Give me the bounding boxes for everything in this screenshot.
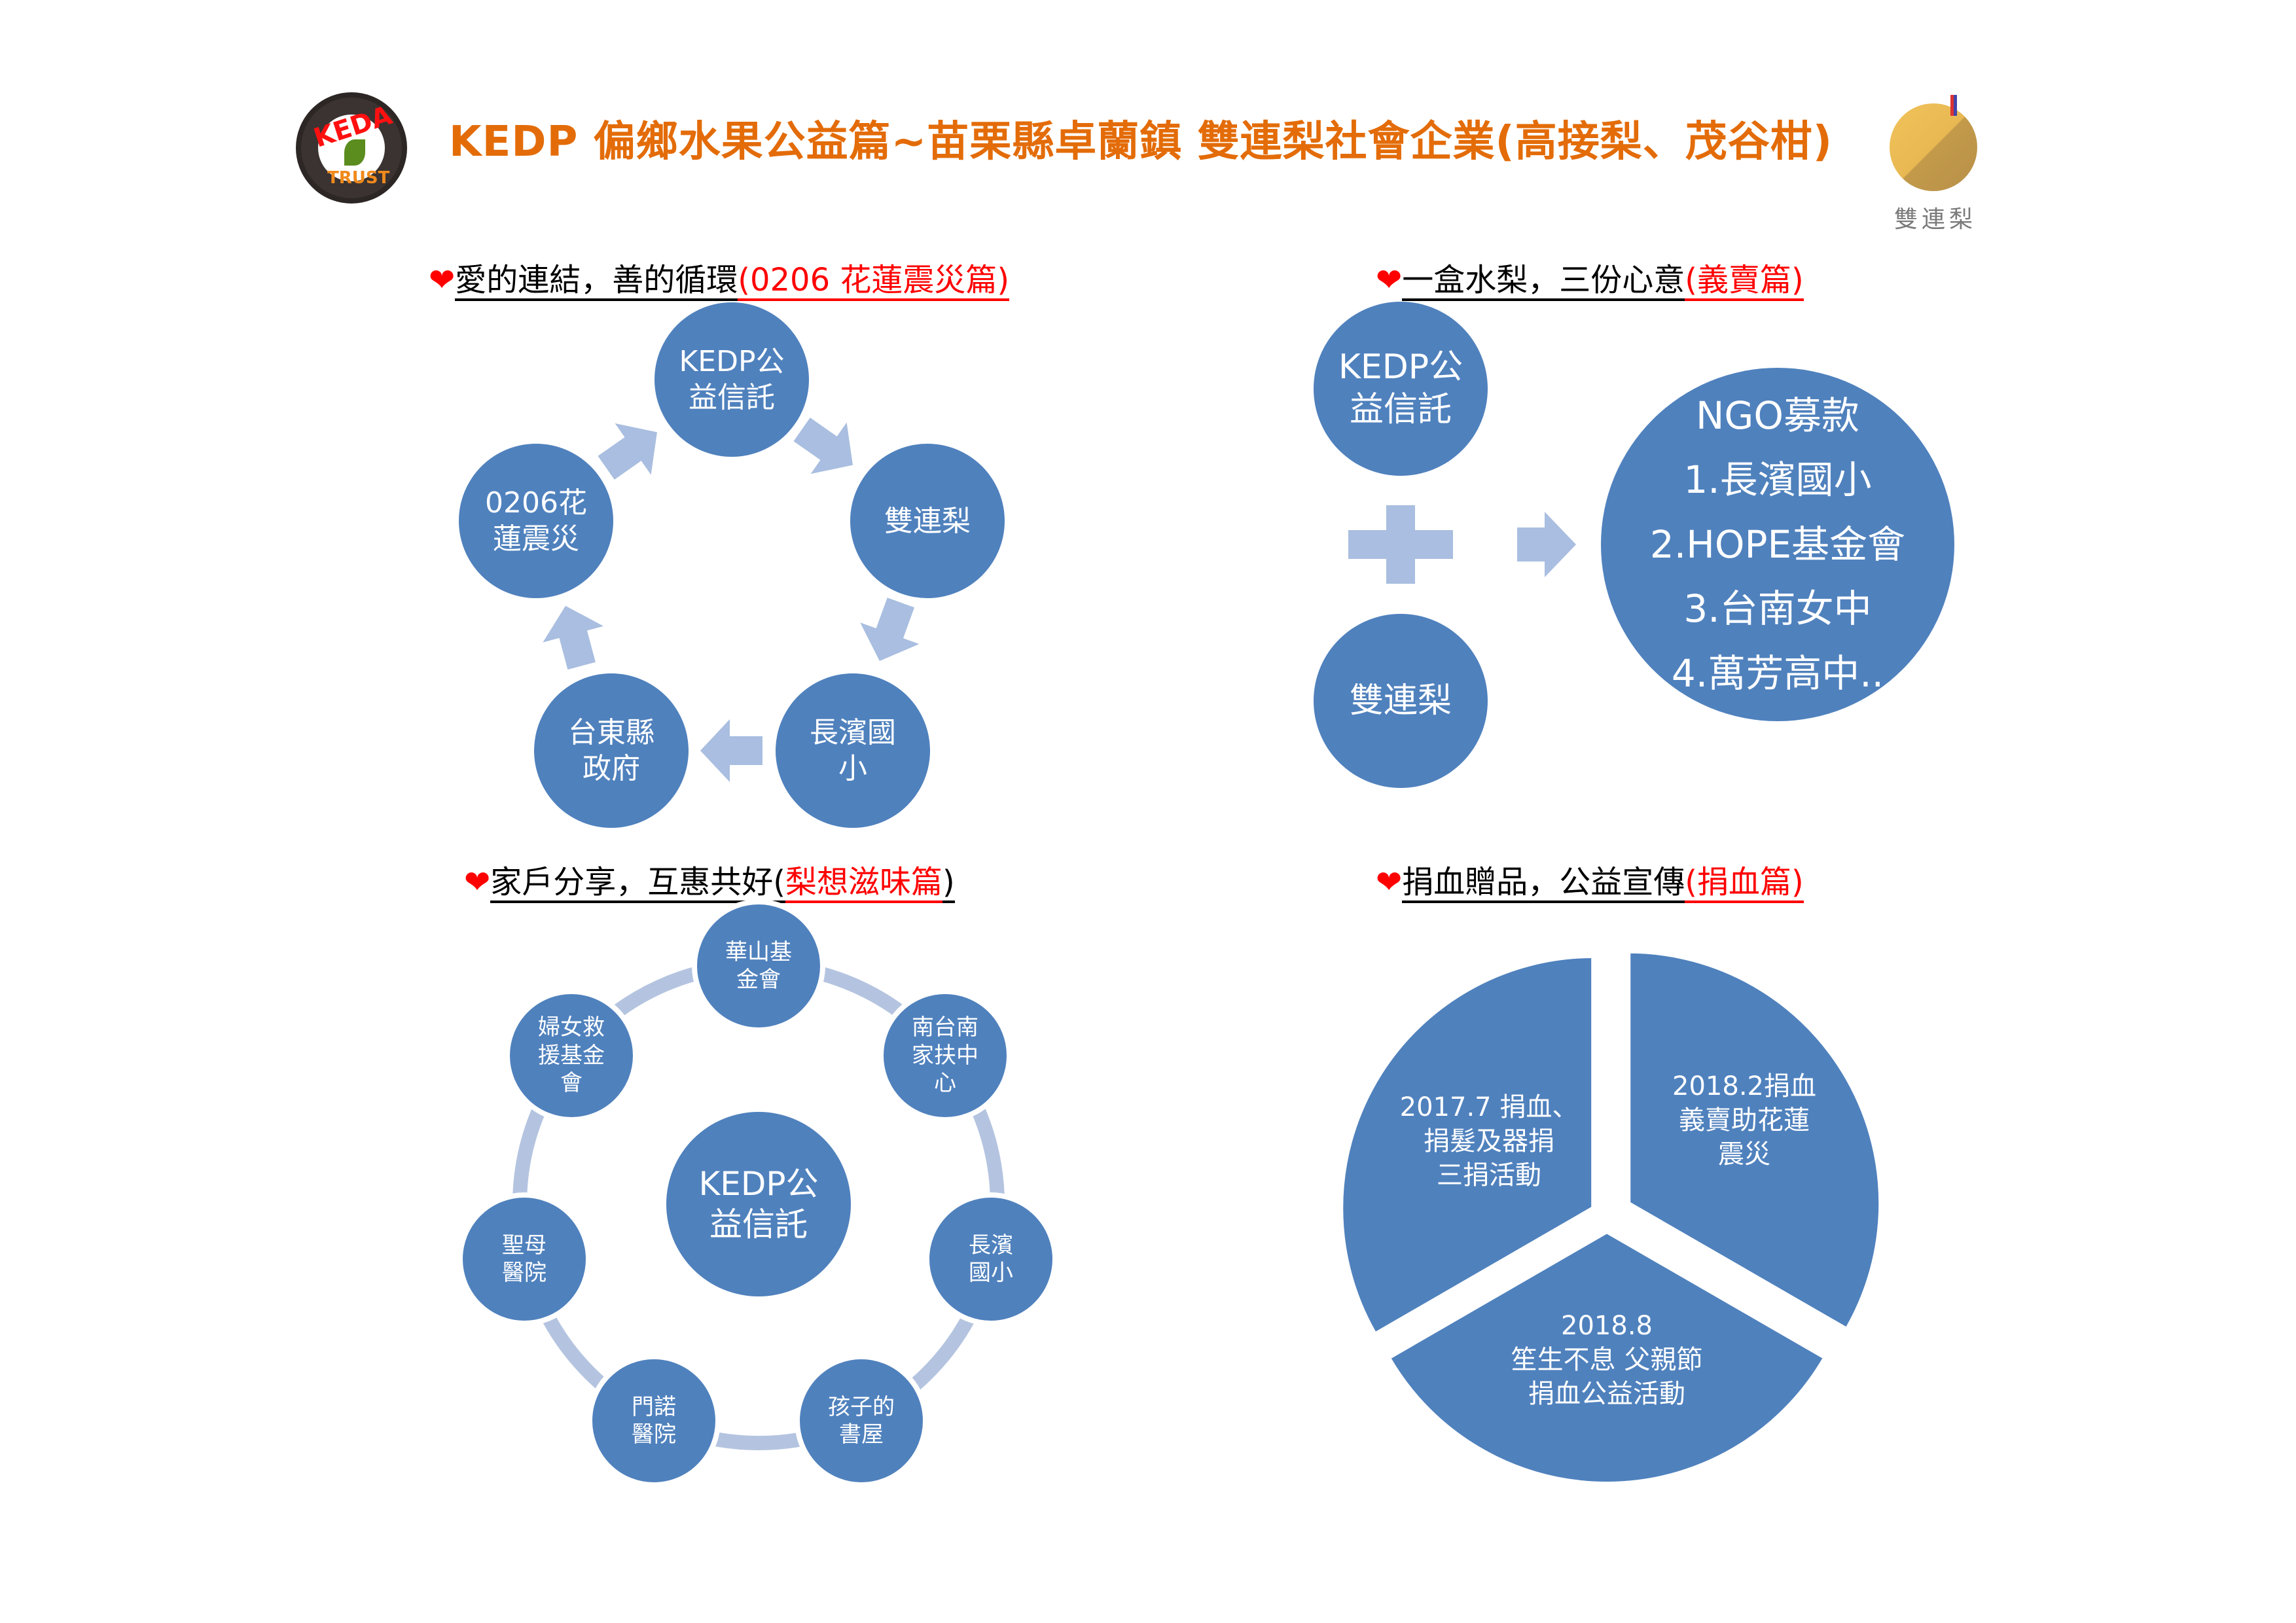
section3-open-paren: (: [773, 864, 785, 903]
partner-node: 婦女救援基金會: [505, 989, 638, 1122]
partner-node: 華山基金會: [692, 899, 825, 1033]
section3-subtitle: 梨想滋味篇: [785, 864, 942, 903]
node-shuanglian: 雙連梨: [1314, 614, 1488, 788]
ngo-item: 1.長濱國小: [1683, 457, 1872, 503]
section4-subtitle: (捐血篇): [1685, 864, 1804, 903]
pie-chart: [1339, 949, 1883, 1486]
cycle-arrow-3: [850, 592, 931, 672]
center-node-kedp: KEDP公益信託: [666, 1112, 851, 1296]
section4-heading: ❤捐血贈品，公益宣傳(捐血篇): [1376, 856, 1804, 903]
ngo-item: 4.萬芳高中..: [1671, 651, 1884, 696]
partner-node: 門諾醫院: [587, 1354, 721, 1488]
partner-node: 南台南家扶中心: [878, 989, 1012, 1122]
heart-icon: ❤: [429, 262, 456, 298]
heart-icon: ❤: [1376, 864, 1403, 901]
section1-subtitle: (0206 花蓮震災篇: [738, 262, 997, 301]
section1-title: 愛的連結，善的循環: [455, 262, 738, 301]
node-kedp-trust: KEDP公益信託: [1314, 302, 1488, 476]
logo-flag-icon: [1950, 95, 1957, 116]
right-arrow-icon: [1517, 512, 1576, 577]
partner-node: 孩子的書屋: [795, 1354, 928, 1488]
heart-icon: ❤: [464, 864, 491, 901]
pie-slice-2018-2: [1626, 949, 1883, 1332]
shuanglian-pear-logo: [1890, 103, 1977, 191]
cycle-node-taitung-gov: 台東縣政府: [534, 673, 689, 828]
shuanglian-logo-text: 雙連梨: [1894, 206, 1977, 233]
pie-slice-2018-8: [1386, 1229, 1828, 1486]
section1-close-paren: ): [997, 262, 1010, 301]
cycle-arrow-4: [700, 719, 762, 782]
section2-subtitle: (義賣篇): [1685, 262, 1804, 301]
section2-heading: ❤一盒水梨，三份心意(義賣篇): [1376, 254, 1804, 301]
cycle-node-shuanglian: 雙連梨: [850, 444, 1005, 598]
cycle-arrow-5: [535, 597, 613, 674]
section4-title: 捐血贈品，公益宣傳: [1402, 864, 1685, 903]
section2-title: 一盒水梨，三份心意: [1402, 262, 1685, 301]
cycle-node-hualien-quake: 0206花蓮震災: [459, 444, 613, 598]
pie-label-2018-2: 2018.2捐血義賣助花蓮震災: [1672, 1071, 1816, 1169]
pie-slice-2017-7: [1339, 954, 1596, 1337]
section3-title: 家戶分享，互惠共好: [490, 864, 774, 903]
partner-node: 聖母醫院: [457, 1192, 591, 1326]
section3-heading: ❤家戶分享，互惠共好(梨想滋味篇): [464, 856, 955, 903]
heart-icon: ❤: [1376, 262, 1403, 298]
plus-icon: [1348, 505, 1453, 584]
section1-heading: ❤愛的連結，善的循環(0206 花蓮震災篇): [429, 254, 1010, 301]
ngo-donation-circle: NGO募款 1.長濱國小 2.HOPE基金會 3.台南女中 4.萬芳高中..: [1601, 368, 1954, 721]
page-title: KEDP 偏鄉水果公益篇~苗栗縣卓蘭鎮 雙連梨社會企業(高接梨、茂谷柑): [449, 118, 1833, 166]
pie-label-2017-7: 2017.7 捐血、捐髮及器捐三捐活動: [1399, 1092, 1579, 1190]
ngo-title: NGO募款: [1696, 393, 1859, 438]
ngo-item: 3.台南女中: [1683, 586, 1872, 632]
ngo-item: 2.HOPE基金會: [1649, 522, 1906, 567]
cycle-node-changbin-school: 長濱國小: [776, 673, 930, 828]
cycle-node-kedp: KEDP公益信託: [655, 302, 809, 457]
section3-close-paren: ): [942, 864, 955, 903]
partner-node: 長濱國小: [924, 1192, 1058, 1326]
